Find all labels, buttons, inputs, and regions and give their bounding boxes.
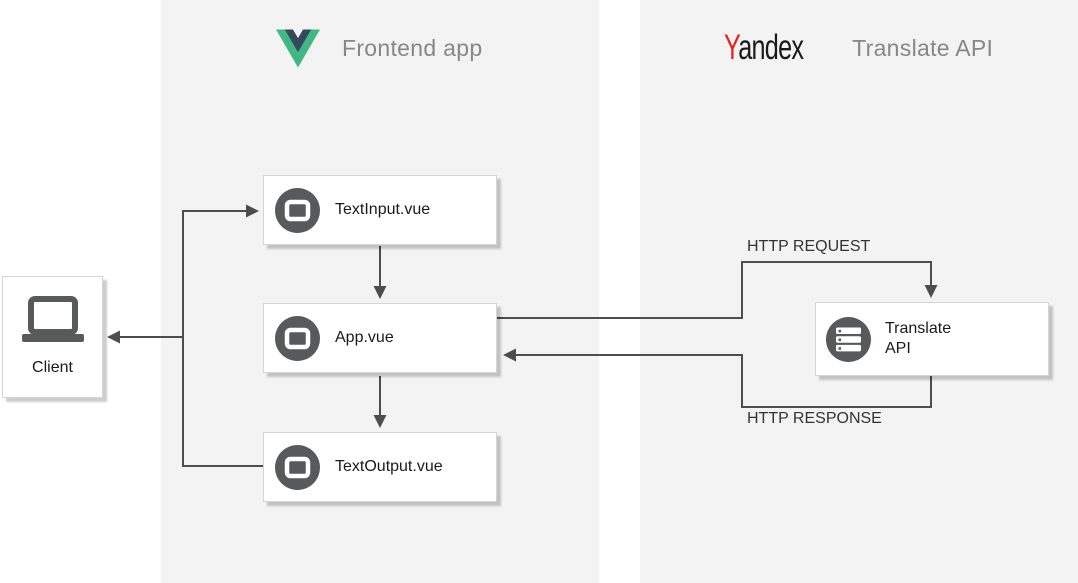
frontend-panel-title: Frontend app <box>342 34 483 61</box>
http-response-label: HTTP RESPONSE <box>747 410 882 427</box>
laptop-icon <box>21 296 84 344</box>
http-request-label: HTTP REQUEST <box>747 238 871 255</box>
yandex-logo: Yandex <box>724 28 804 68</box>
translate-api-label: Translate API <box>885 320 952 357</box>
app-node: App.vue <box>263 303 497 373</box>
component-icon <box>275 187 320 233</box>
textinput-node: TextInput.vue <box>263 175 497 245</box>
translate-api-node: Translate API <box>815 302 1049 376</box>
yandex-panel-header: Yandex Translate API <box>724 24 993 72</box>
client-node: Client <box>2 276 103 398</box>
yandex-api-panel <box>640 0 1078 583</box>
server-icon <box>826 316 871 362</box>
arrow-http-request <box>497 261 938 319</box>
textinput-label: TextInput.vue <box>335 201 431 218</box>
textoutput-label: TextOutput.vue <box>335 458 443 475</box>
textoutput-node: TextOutput.vue <box>263 432 497 502</box>
yandex-panel-title: Translate API <box>852 34 994 61</box>
yandex-logo-rest: andex <box>738 28 804 67</box>
yandex-logo-y: Y <box>724 28 739 67</box>
client-label: Client <box>32 359 73 376</box>
arrow-http-response <box>503 348 932 408</box>
vue-logo-icon <box>276 28 320 68</box>
app-label: App.vue <box>335 329 394 346</box>
arrow-textoutput-to-textinput <box>182 204 263 467</box>
frontend-panel-header: Frontend app <box>276 24 482 72</box>
component-icon <box>275 315 320 361</box>
component-icon <box>275 444 320 490</box>
